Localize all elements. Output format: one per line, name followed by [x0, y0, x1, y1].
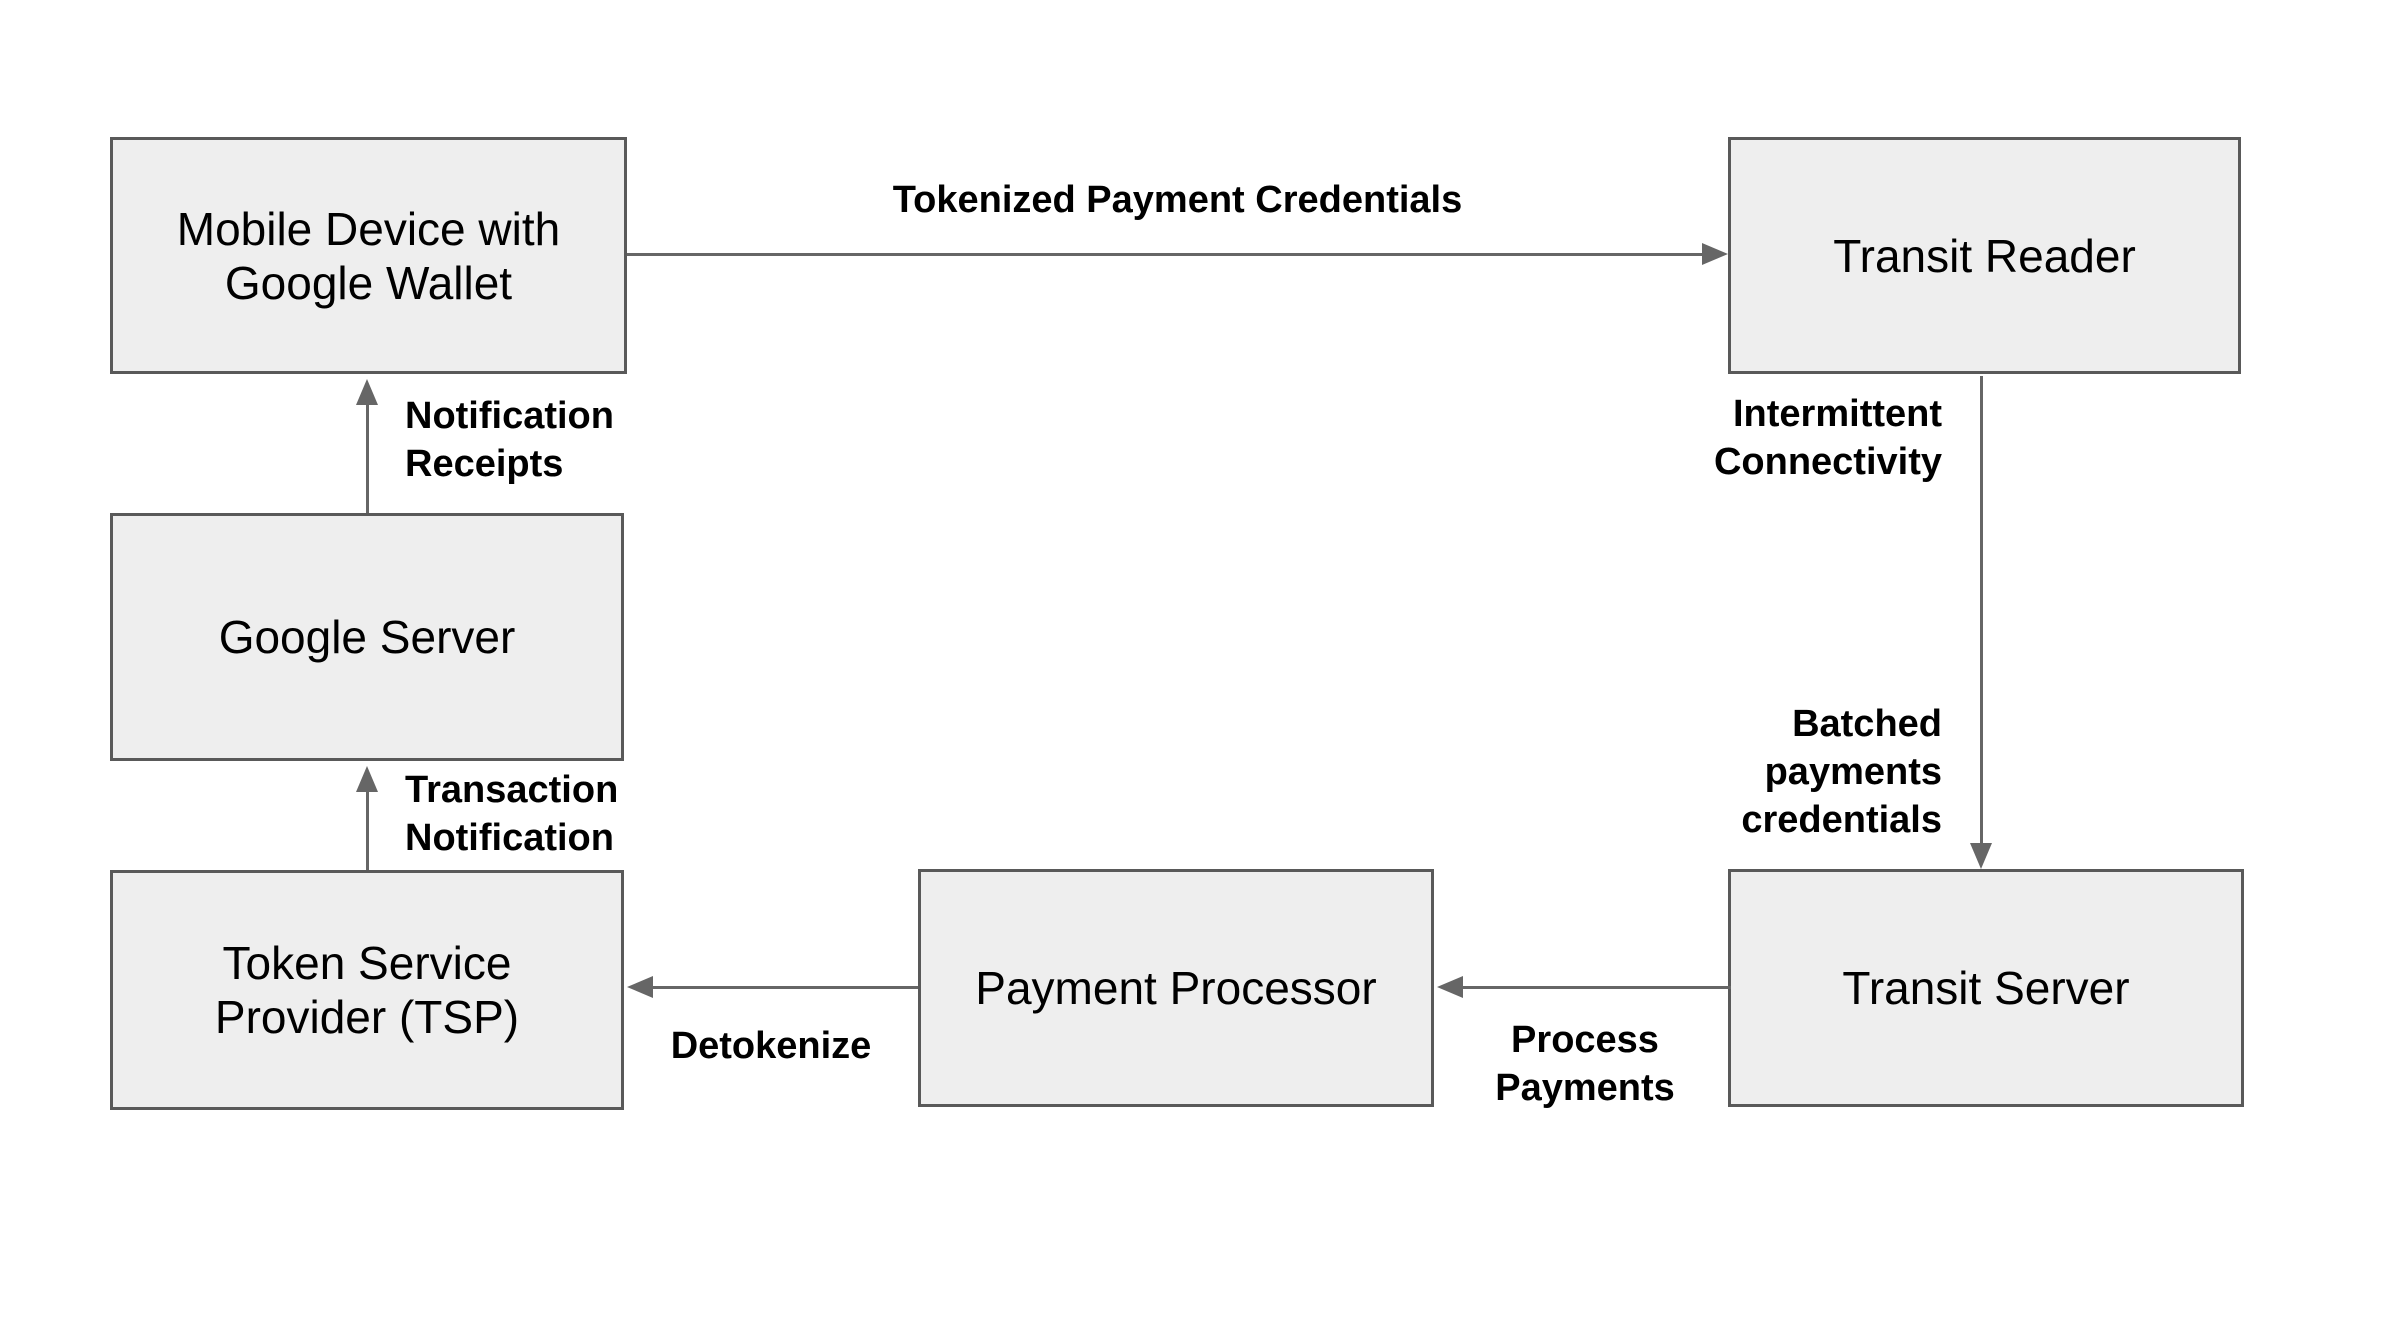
- arrow-up-icon: [356, 763, 378, 792]
- node-mobile-device-google-wallet: Mobile Device with Google Wallet: [110, 137, 627, 374]
- node-label-google-server: Google Server: [218, 611, 516, 663]
- edge-label-transaction-notification: Transaction Notification: [405, 769, 619, 859]
- edge-label-batched-payments-credentials: Batched payments credentials: [1741, 703, 1942, 841]
- arrow-transaction-notification-line: [366, 787, 369, 870]
- node-label-payment-processor: Payment Processor: [975, 962, 1377, 1014]
- node-transit-reader: Transit Reader: [1728, 137, 2241, 374]
- edge-label-detokenize: Detokenize: [670, 1025, 872, 1067]
- edge-label-tokenized-payment-credentials: Tokenized Payment Credentials: [892, 179, 1463, 221]
- node-label-mobile-device: Mobile Device with Google Wallet: [176, 202, 561, 309]
- edge-label-intermittent-connectivity: Intermittent Connectivity: [1713, 393, 1942, 483]
- arrow-left-icon: [624, 976, 653, 998]
- node-google-server: Google Server: [110, 513, 624, 761]
- node-label-transit-server: Transit Server: [1842, 962, 2130, 1014]
- node-token-service-provider: Token Service Provider (TSP): [110, 870, 624, 1110]
- node-label-tsp: Token Service Provider (TSP): [214, 937, 520, 1043]
- edge-label-process-payments: Process Payments: [1495, 1019, 1675, 1109]
- node-transit-server: Transit Server: [1728, 869, 2244, 1107]
- arrow-process-payments-line: [1460, 986, 1731, 989]
- arrow-batched-line: [1980, 376, 1983, 843]
- arrow-left-icon: [1434, 976, 1463, 998]
- arrow-notification-receipts-line: [366, 400, 369, 513]
- node-payment-processor: Payment Processor: [918, 869, 1434, 1107]
- arrow-down-icon: [1970, 843, 1992, 872]
- arrow-detokenize-line: [650, 986, 918, 989]
- arrow-tokenized-line: [627, 253, 1702, 256]
- edge-label-notification-receipts: Notification Receipts: [405, 395, 614, 485]
- node-label-transit-reader: Transit Reader: [1833, 229, 2136, 282]
- arrow-right-icon: [1702, 243, 1731, 265]
- arrow-up-icon: [356, 376, 378, 405]
